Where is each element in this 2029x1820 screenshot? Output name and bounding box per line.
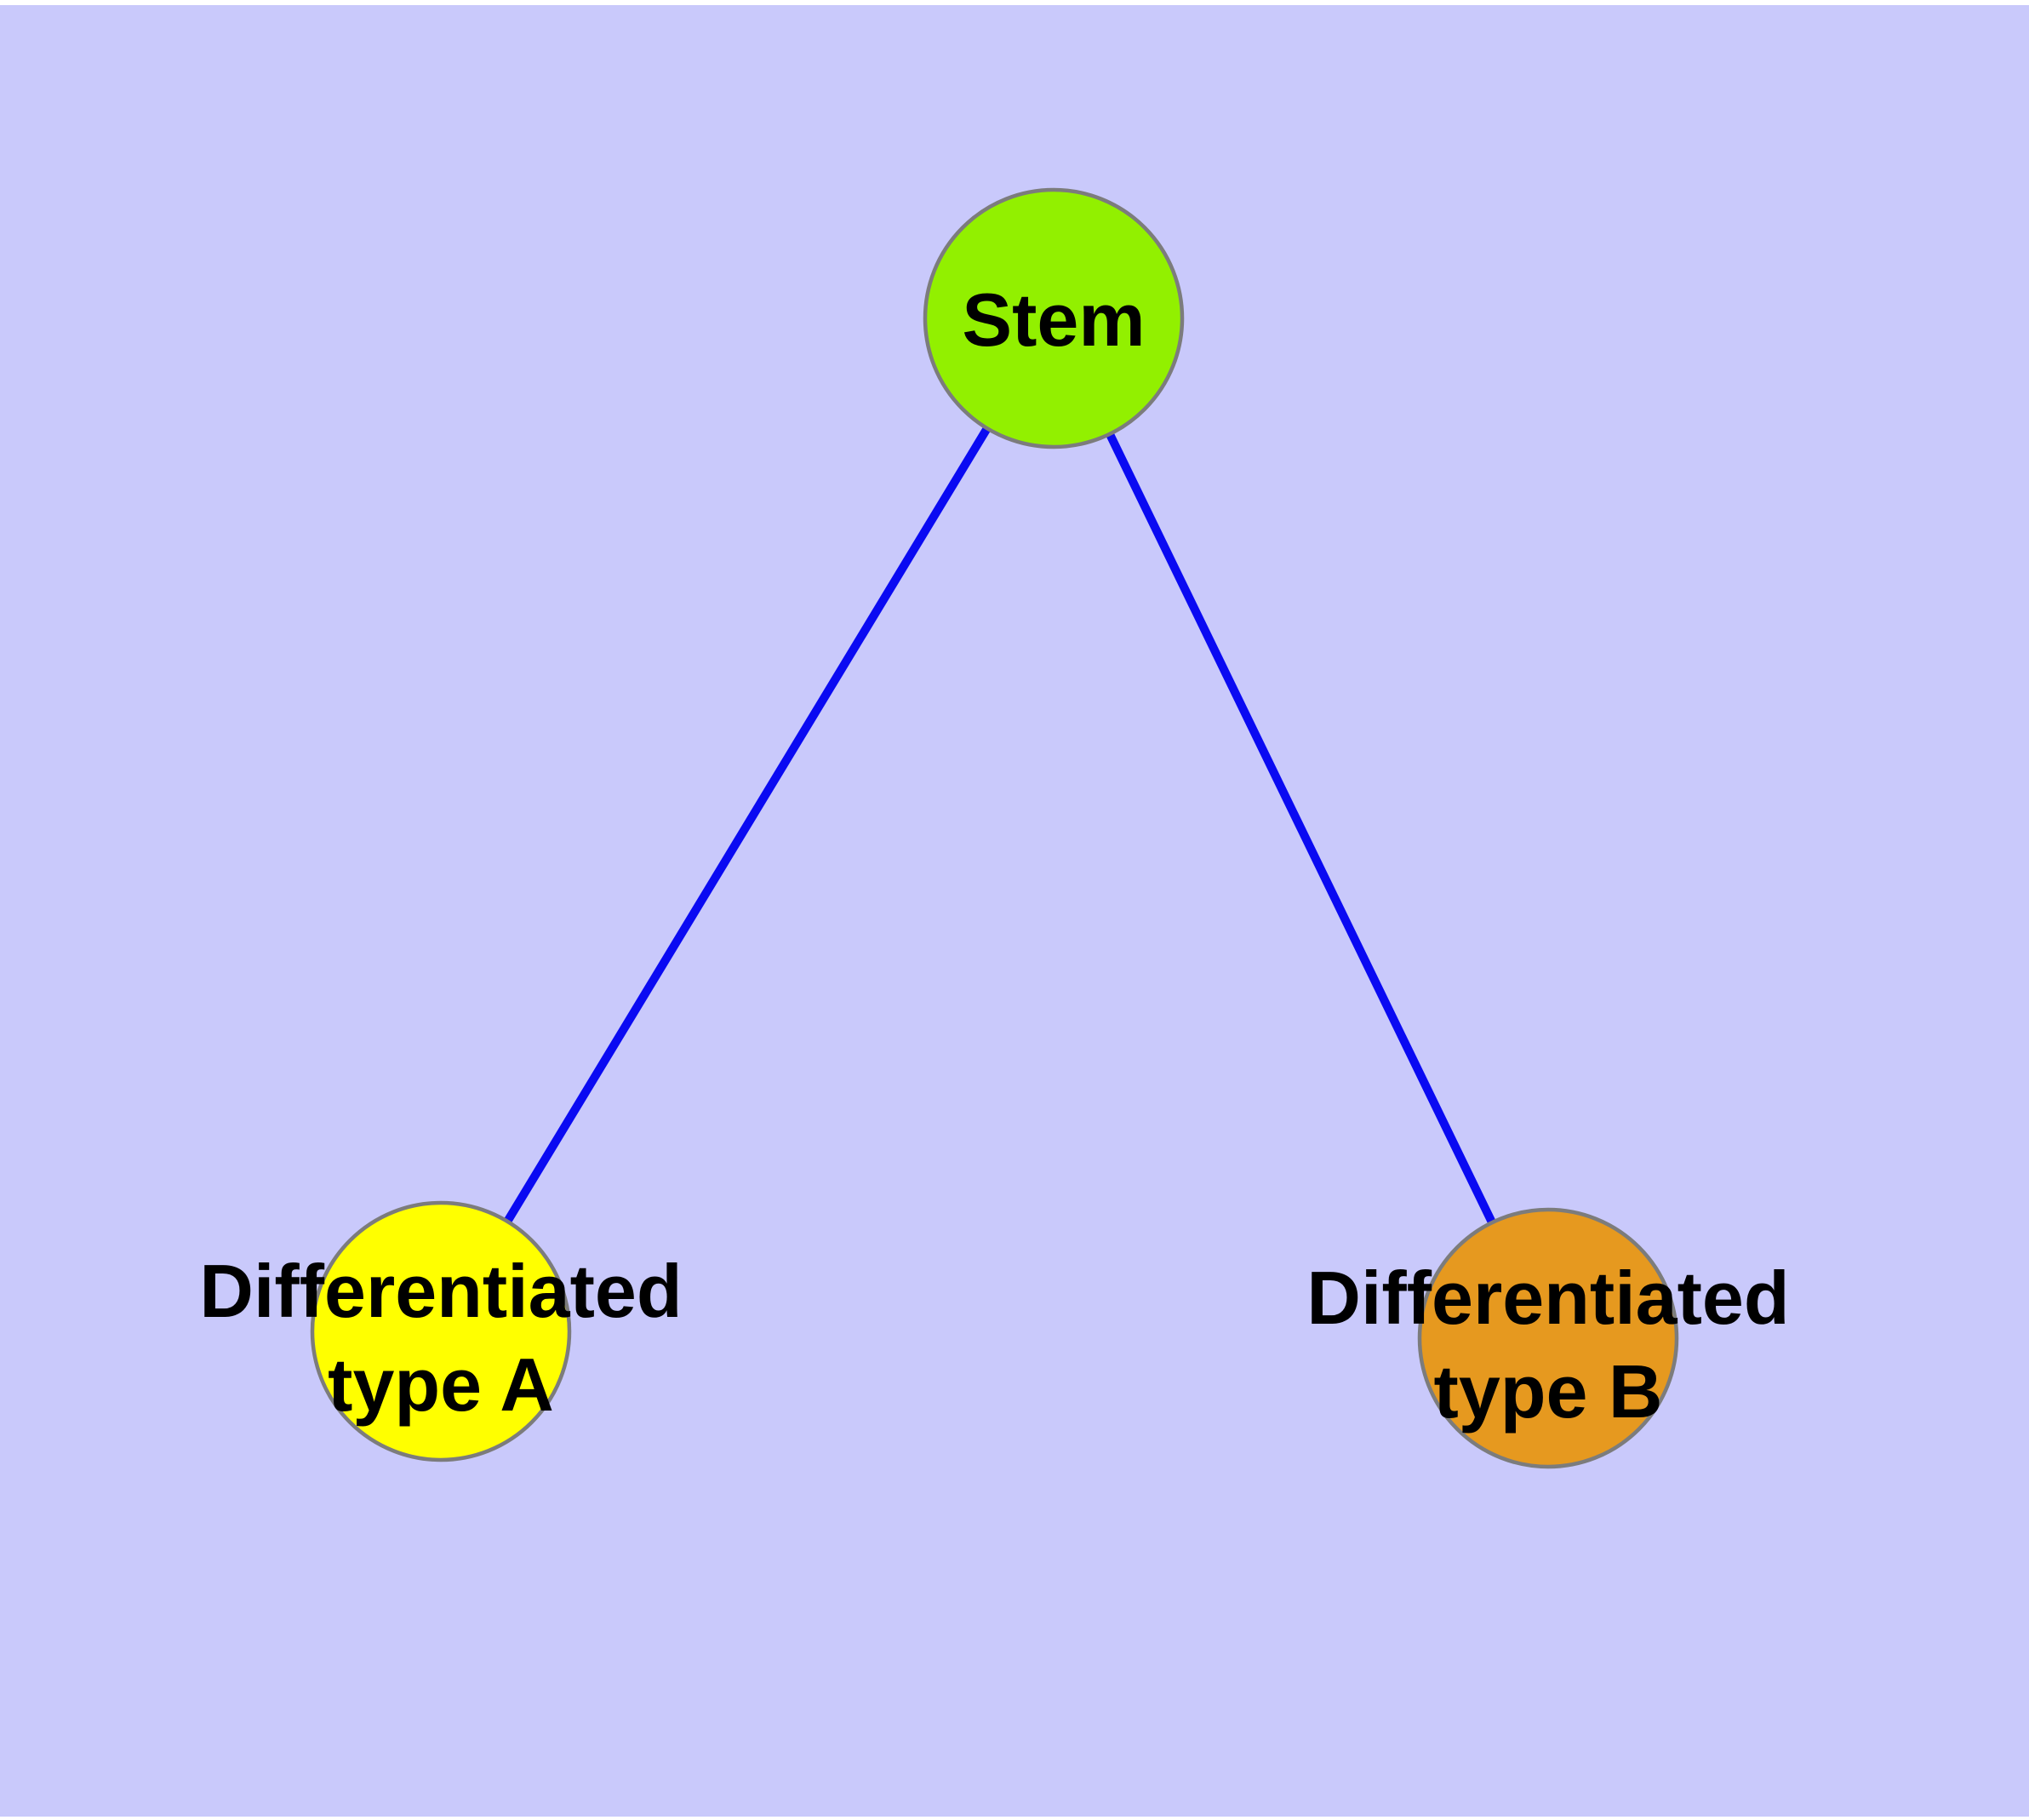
node-stem[interactable]	[923, 187, 1185, 449]
edge-stem-to-differentiated-type-a[interactable]	[437, 316, 1058, 1334]
node-differentiated-type-b[interactable]	[1417, 1207, 1679, 1469]
node-label-differentiated-type-a-line2: type A	[328, 1342, 554, 1427]
node-label-stem: Stem	[962, 278, 1145, 362]
edge-stem-to-differentiated-type-b[interactable]	[1049, 316, 1552, 1341]
node-label-differentiated-type-a-line1: Differentiated	[199, 1249, 682, 1333]
node-differentiated-type-a[interactable]	[310, 1200, 572, 1462]
node-label-differentiated-type-b-line2: type B	[1434, 1349, 1663, 1434]
node-label-differentiated-type-b-line1: Differentiated	[1306, 1256, 1789, 1340]
